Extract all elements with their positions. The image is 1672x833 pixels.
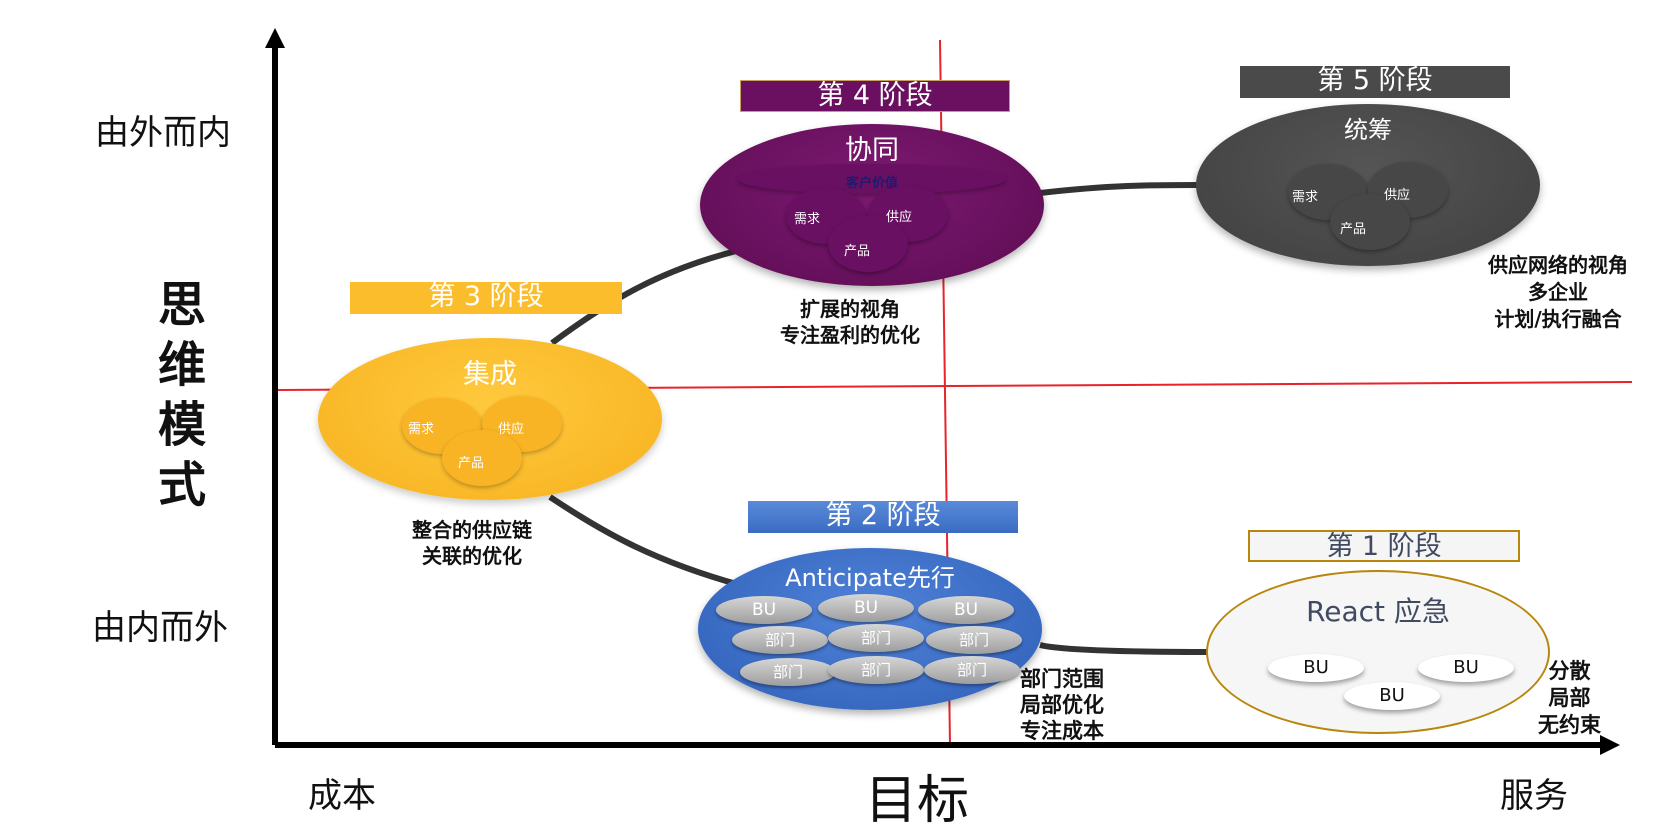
y-axis-title: 思维模式 <box>157 277 206 513</box>
y-top-label: 由外而内 <box>95 113 231 153</box>
stage2-dept-3: 部门 <box>926 626 1022 654</box>
stage4-label: 第 4 阶段 <box>740 80 1010 112</box>
x-left-label: 成本 <box>308 776 376 816</box>
y-axis-arrowhead <box>265 28 285 48</box>
maturity-curve <box>548 182 1213 655</box>
stage1-description: 分散 局部 无约束 <box>1538 659 1601 737</box>
x-axis-title: 目标 <box>865 771 970 831</box>
stage4-product-blob <box>828 216 908 272</box>
stage1-title: React 应急 <box>1306 595 1450 628</box>
stage4-supply: 供应 <box>886 210 913 225</box>
stage4-description: 扩展的视角 专注盈利的优化 <box>780 297 920 347</box>
stage5-description: 供应网络的视角 多企业 计划/执行融合 <box>1488 253 1628 331</box>
stage3-title: 集成 <box>463 359 517 390</box>
stage3-supply: 供应 <box>498 422 525 437</box>
stage2-bu-1: BU <box>716 596 812 624</box>
stage3-ellipse: 集成 需求 供应 产品 <box>318 338 662 500</box>
stage5-product-blob <box>1330 194 1410 250</box>
stage2-title: Anticipate先行 <box>785 564 955 592</box>
stage4-customer-value: 客户价值 <box>845 176 898 191</box>
stage4-ellipse: 协同 客户价值 需求 供应 产品 <box>700 124 1044 286</box>
stage2-dept-6: 部门 <box>924 656 1020 684</box>
stage1-bu-right: BU <box>1418 654 1514 682</box>
stage2-dept-4: 部门 <box>740 658 836 686</box>
stage2-label: 第 2 阶段 <box>748 501 1018 533</box>
stage4-demand: 需求 <box>794 212 821 227</box>
stage2-bu-2: BU <box>818 594 914 622</box>
stage2-dept-5: 部门 <box>828 656 924 684</box>
stage5-label: 第 5 阶段 <box>1240 66 1510 98</box>
y-bottom-label: 由内而外 <box>92 608 228 648</box>
x-axis-arrowhead <box>1600 735 1620 755</box>
stage1-bu-left: BU <box>1268 654 1364 682</box>
stage2-description: 部门范围 局部优化 专注成本 <box>1020 667 1104 743</box>
stage3-product: 产品 <box>458 456 485 471</box>
stage5-supply: 供应 <box>1384 188 1411 203</box>
stage4-title: 协同 <box>845 135 899 166</box>
stage1-ellipse: React 应急 BU BU BU <box>1206 570 1550 734</box>
stage5-ellipse: 统筹 需求 供应 产品 <box>1196 104 1540 266</box>
x-right-label: 服务 <box>1500 776 1568 816</box>
stage4-customer-value-band <box>738 164 1006 194</box>
stage4-product: 产品 <box>844 244 871 259</box>
stage1-label: 第 1 阶段 <box>1248 530 1520 562</box>
stage5-title: 统筹 <box>1344 116 1392 144</box>
stage1-bu-bottom: BU <box>1344 682 1440 710</box>
stage3-label: 第 3 阶段 <box>350 282 622 314</box>
stage2-ellipse: Anticipate先行 BU BU BU 部门 部门 部门 部门 部门 部门 <box>698 548 1042 710</box>
stage2-dept-1: 部门 <box>732 626 828 654</box>
stage2-bu-3: BU <box>918 596 1014 624</box>
stage3-demand: 需求 <box>408 422 435 437</box>
stage3-description: 整合的供应链 关联的优化 <box>412 518 532 568</box>
stage5-demand: 需求 <box>1292 190 1319 205</box>
stage5-product: 产品 <box>1340 222 1367 237</box>
stage2-dept-2: 部门 <box>828 624 924 652</box>
stage3-product-blob <box>442 430 522 486</box>
